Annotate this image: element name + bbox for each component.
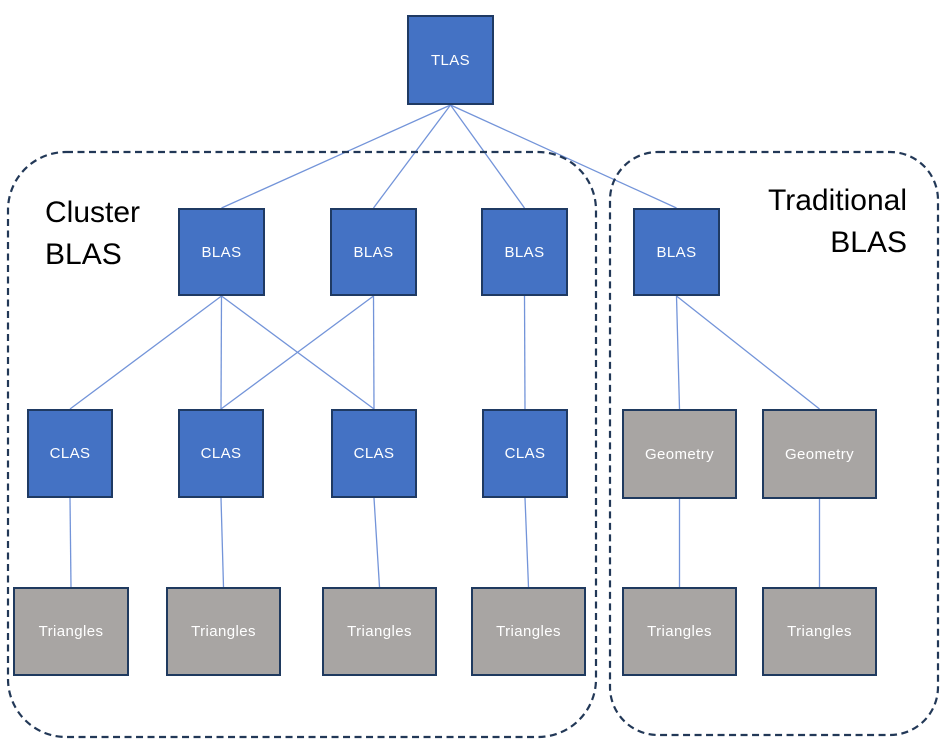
cluster-blas-group-border [6, 150, 598, 739]
node-blas4: BLAS [633, 208, 720, 296]
edge-clas1-tri1 [69, 497, 72, 588]
edge-tlas-blas4 [450, 104, 677, 209]
node-tri3: Triangles [322, 587, 437, 676]
edge-tlas-blas2 [372, 104, 452, 209]
node-tri5: Triangles [622, 587, 737, 676]
node-tri4: Triangles [471, 587, 586, 676]
node-clas2: CLAS [178, 409, 264, 498]
node-clas1: CLAS [27, 409, 113, 498]
node-tri1: Triangles [13, 587, 129, 676]
node-clas3: CLAS [331, 409, 417, 498]
edge-blas4-geo2 [676, 295, 820, 410]
node-blas3: BLAS [481, 208, 568, 296]
node-label: Triangles [496, 623, 561, 640]
node-label: Geometry [784, 445, 855, 463]
edge-tlas-blas1 [221, 104, 451, 209]
edge-blas4-geo1 [675, 295, 681, 410]
edge-clas4-tri4 [524, 497, 530, 588]
node-label: CLAS [504, 445, 546, 462]
node-tri6: Triangles [762, 587, 877, 676]
cluster-blas-group-label: Cluster BLAS [45, 196, 141, 271]
traditional-blas-group-border [608, 150, 940, 737]
edge-clas3-tri3 [373, 497, 381, 588]
edge-blas1-clas1 [69, 295, 222, 410]
node-label: Triangles [787, 623, 852, 640]
node-label: BLAS [504, 243, 545, 261]
node-tlas: TLAS [407, 15, 494, 105]
node-clas4: CLAS [482, 409, 568, 498]
node-tri2: Triangles [166, 587, 281, 676]
edge-tlas-blas3 [449, 104, 526, 209]
group-borders-group [6, 150, 940, 739]
node-label: Triangles [647, 623, 712, 640]
traditional-blas-group-label: Traditional BLAS [768, 184, 907, 259]
edge-blas1-clas2 [220, 295, 223, 410]
node-geo1: Geometry [622, 409, 737, 499]
node-label: TLAS [430, 51, 471, 69]
node-label: Triangles [191, 623, 256, 640]
edges-group [69, 104, 821, 588]
edge-blas2-clas2 [220, 295, 374, 410]
node-label: BLAS [201, 243, 242, 261]
edge-clas2-tri2 [220, 497, 225, 588]
node-label: Geometry [644, 445, 715, 463]
node-label: BLAS [656, 243, 697, 261]
node-label: Triangles [347, 623, 412, 640]
node-label: Triangles [38, 623, 104, 640]
node-blas1: BLAS [178, 208, 265, 296]
edge-blas2-clas3 [372, 295, 375, 410]
edge-blas3-clas4 [523, 295, 526, 410]
node-label: CLAS [49, 445, 91, 462]
node-blas2: BLAS [330, 208, 417, 296]
node-label: CLAS [353, 445, 395, 462]
node-geo2: Geometry [762, 409, 877, 499]
node-label: BLAS [353, 243, 394, 261]
node-label: CLAS [200, 445, 242, 462]
